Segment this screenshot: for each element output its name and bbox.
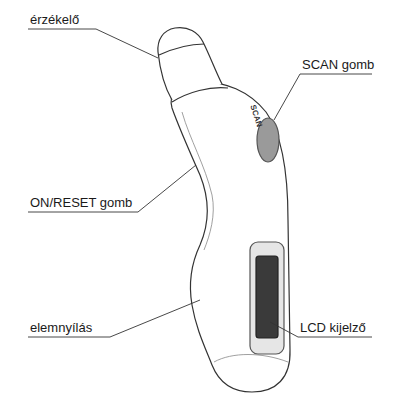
probe-base xyxy=(172,88,228,102)
device-body xyxy=(171,82,290,392)
bottom-contour xyxy=(214,355,288,363)
lcd-frame xyxy=(250,242,284,354)
part-label: elemnyílás xyxy=(30,321,92,334)
probe xyxy=(158,28,222,100)
body-contour xyxy=(182,112,213,250)
leader-line xyxy=(28,300,200,337)
leader-line xyxy=(28,29,158,58)
part-label: érzékelő xyxy=(30,13,79,26)
leader-line xyxy=(274,74,372,120)
probe-tip-ring xyxy=(159,44,204,55)
part-label: ON/RESET gomb xyxy=(30,196,132,209)
leader-lines xyxy=(28,29,372,337)
part-label: SCAN gomb xyxy=(302,58,374,71)
part-label: LCD kijelző xyxy=(300,321,366,334)
leader-line xyxy=(270,322,372,337)
leader-line xyxy=(28,165,196,212)
lcd-display xyxy=(256,256,278,338)
